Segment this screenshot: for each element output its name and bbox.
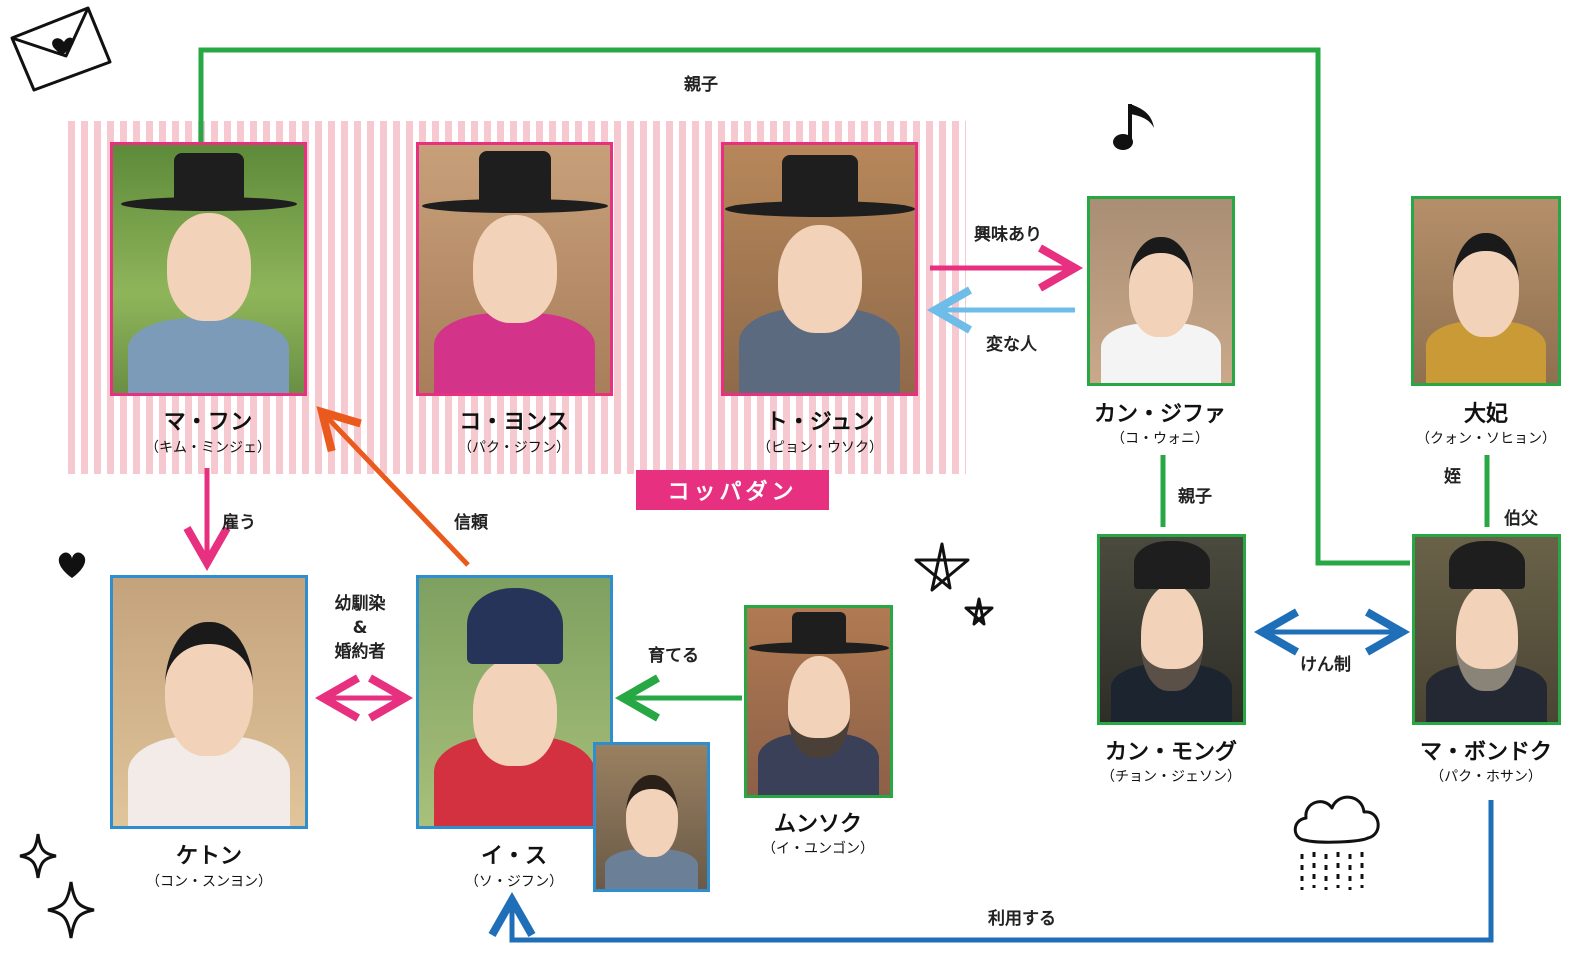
relation-label-niece: 姪 xyxy=(1444,467,1461,487)
star-icon-small xyxy=(964,597,994,626)
relation-label-interest: 興味あり xyxy=(974,225,1042,245)
actor-daebi: （クォン・ソヒョン） xyxy=(1416,431,1556,447)
portrait-i-su xyxy=(416,575,613,829)
portrait-kang-jihwa xyxy=(1087,196,1235,386)
parent-line-top xyxy=(198,47,1410,566)
portrait-ma-bongdeok xyxy=(1412,534,1561,725)
name-i-su: イ・ス xyxy=(480,844,548,869)
actor-munseok: （イ・ユンゴン） xyxy=(762,841,874,857)
name-ko-yeonsu: コ・ヨンス xyxy=(459,410,569,435)
heart-icon xyxy=(58,552,86,578)
relation-label-childhood: 幼馴染 & 婚約者 xyxy=(335,592,386,664)
relation-label-childhood-line2: & xyxy=(352,618,368,638)
portrait-daebi xyxy=(1411,196,1561,386)
portrait-ko-yeonsu xyxy=(416,142,613,396)
name-ma-bongdeok: マ・ボンドク xyxy=(1419,740,1553,765)
envelope-heart-icon xyxy=(10,6,112,92)
portrait-kang-mongu xyxy=(1097,534,1246,725)
rain-cloud-icon xyxy=(1293,795,1380,890)
trust-arrow xyxy=(316,406,470,567)
use-arrow xyxy=(488,800,1494,943)
relation-label-parent-kang: 親子 xyxy=(1178,487,1212,507)
name-kang-jihwa: カン・ジファ xyxy=(1093,402,1227,427)
name-ma-hun: マ・フン xyxy=(163,410,253,435)
relation-label-hire: 雇う xyxy=(222,513,256,533)
star-icon-large xyxy=(914,542,970,592)
portrait-munseok xyxy=(744,605,893,798)
relation-label-strange: 変な人 xyxy=(986,335,1037,355)
relation-label-rival: けん制 xyxy=(1300,655,1351,675)
music-note-icon xyxy=(1113,104,1154,150)
actor-kang-jihwa: （コ・ウォニ） xyxy=(1111,431,1209,447)
relation-label-childhood-line3: 婚約者 xyxy=(334,642,386,662)
portrait-ma-hun xyxy=(110,142,307,396)
actor-ma-bongdeok: （パク・ホサン） xyxy=(1430,769,1542,785)
portrait-to-jun xyxy=(721,142,918,396)
group-label-koppadan: コッパダン xyxy=(636,470,829,510)
actor-ma-hun: （キム・ミンジェ） xyxy=(145,440,271,456)
relation-label-childhood-line1: 幼馴染 xyxy=(334,594,386,614)
sparkle-icon-1 xyxy=(19,833,57,879)
relation-label-raise: 育てる xyxy=(648,646,699,666)
name-daebi: 大妃 xyxy=(1463,402,1509,427)
actor-i-su: （ソ・ジフン） xyxy=(464,874,564,890)
actor-to-jun: （ピョン・ウソク） xyxy=(757,440,883,456)
portrait-ketton xyxy=(110,575,308,829)
sparkle-icon-2 xyxy=(47,881,95,939)
name-kang-mongu: カン・モング xyxy=(1104,740,1238,765)
actor-kang-mongu: （チョン・ジェソン） xyxy=(1101,769,1241,785)
relation-label-use: 利用する xyxy=(988,909,1056,929)
relation-label-parent-top: 親子 xyxy=(684,75,718,95)
name-munseok: ムンソク xyxy=(773,812,863,837)
relation-label-trust: 信頼 xyxy=(454,513,488,533)
actor-ko-yeonsu: （パク・ジフン） xyxy=(458,440,570,456)
portrait-i-su-inset xyxy=(593,742,710,892)
actor-ketton: （コン・スンヨン） xyxy=(146,874,272,890)
relation-label-uncle: 伯父 xyxy=(1504,509,1538,529)
name-to-jun: ト・ジュン xyxy=(765,410,875,435)
name-ketton: ケトン xyxy=(175,844,243,869)
